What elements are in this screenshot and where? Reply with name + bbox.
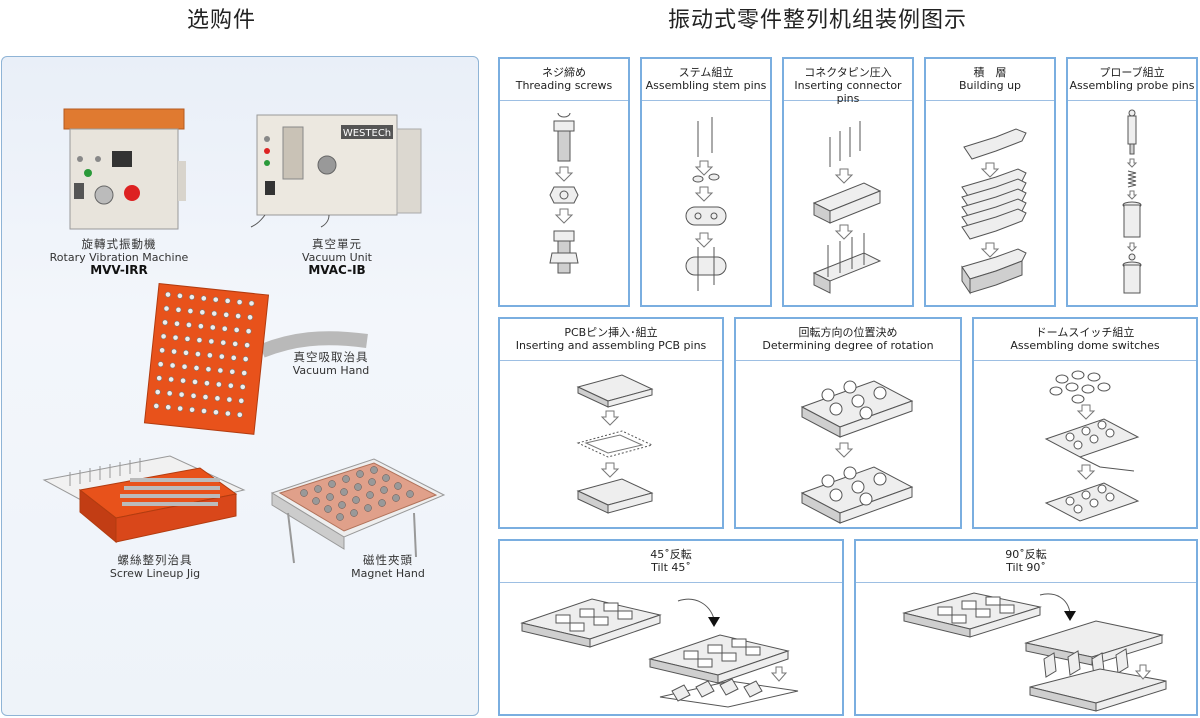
example-title: コネクタピン圧入 Inserting connector pins: [784, 59, 912, 105]
options-heading: 选购件: [187, 8, 257, 33]
options-panel: 旋轉式振動機 Rotary Vibration Machine MVV-IRR …: [1, 56, 479, 716]
rotary-vibration-machine-caption: 旋轉式振動機 Rotary Vibration Machine MVV-IRR: [49, 237, 189, 277]
threading-screws-diagram: [549, 112, 579, 274]
assembling-probe-pins-diagram: [1122, 109, 1142, 294]
example-pcb-pins: PCBピン挿入･組立 Inserting and assembling PCB …: [498, 317, 724, 529]
example-threading-screws: ネジ締め Threading screws: [498, 57, 630, 307]
example-title: プローブ組立 Assembling probe pins: [1068, 59, 1196, 101]
building-up-diagram: [961, 128, 1027, 295]
example-title: 90˚反転 Tilt 90˚: [856, 541, 1196, 583]
vacuum-unit-brand-label: WESTECh: [343, 128, 391, 139]
vacuum-unit-caption: 真空單元 Vacuum Unit MVAC-IB: [301, 237, 372, 277]
screw-lineup-jig-image: [42, 455, 246, 544]
example-title: ドームスイッチ組立 Assembling dome switches: [974, 319, 1196, 361]
example-assembling-probe-pins: プローブ組立 Assembling probe pins: [1066, 57, 1198, 307]
assembly-examples-heading: 振动式零件整列机组装例图示: [668, 8, 968, 33]
example-building-up: 積 層 Building up: [924, 57, 1056, 307]
screw-lineup-jig-caption: 螺絲整列治具 Screw Lineup Jig: [109, 553, 201, 581]
inserting-connector-pins-diagram: [812, 121, 882, 294]
tilt-45-diagram: [520, 598, 799, 708]
example-title: 45˚反転 Tilt 45˚: [500, 541, 842, 583]
tilt-90-diagram: [902, 592, 1167, 712]
vacuum-hand-caption: 真空吸取治具 Vacuum Hand: [292, 350, 370, 378]
magnet-hand-caption: 磁性夾頭 Magnet Hand: [351, 553, 425, 581]
example-tilt-90: 90˚反転 Tilt 90˚: [854, 539, 1198, 716]
vacuum-hand-image: [143, 283, 368, 435]
pcb-pins-diagram: [576, 374, 654, 514]
example-title: PCBピン挿入･組立 Inserting and assembling PCB …: [500, 319, 722, 361]
example-tilt-45: 45˚反転 Tilt 45˚: [498, 539, 844, 716]
example-title: ネジ締め Threading screws: [500, 59, 628, 101]
rotation-positioning-diagram: [800, 380, 914, 524]
example-assembling-stem-pins: ステム組立 Assembling stem pins: [640, 57, 772, 307]
assembling-stem-pins-diagram: [685, 117, 727, 291]
example-title: 回転方向の位置決め Determining degree of rotation: [736, 319, 960, 361]
example-inserting-connector-pins: コネクタピン圧入 Inserting connector pins: [782, 57, 914, 307]
example-rotation-positioning: 回転方向の位置決め Determining degree of rotation: [734, 317, 962, 529]
magnet-hand-image: [270, 458, 446, 564]
dome-switches-diagram: [1044, 370, 1140, 522]
example-title: ステム組立 Assembling stem pins: [642, 59, 770, 101]
example-title: 積 層 Building up: [926, 59, 1054, 101]
example-dome-switches: ドームスイッチ組立 Assembling dome switches: [972, 317, 1198, 529]
vacuum-unit-image: WESTECh: [250, 114, 422, 228]
rotary-vibration-machine-image: [63, 108, 186, 230]
